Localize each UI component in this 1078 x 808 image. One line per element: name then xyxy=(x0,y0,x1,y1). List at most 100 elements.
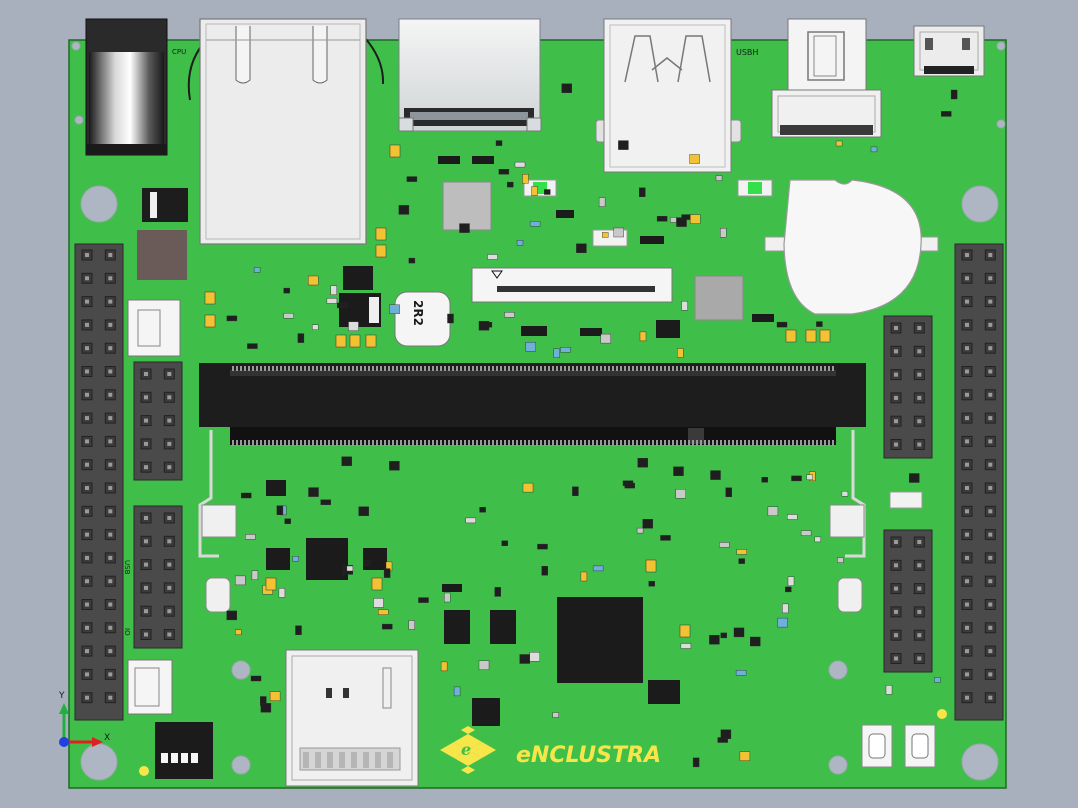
smd-passive xyxy=(284,518,291,524)
header-pin-tip xyxy=(965,299,969,304)
edge-pin xyxy=(476,366,478,371)
micro-usb-connector[interactable] xyxy=(913,25,985,77)
header-pin-tip xyxy=(894,419,898,424)
edge-pin xyxy=(724,440,726,446)
edge-pin xyxy=(688,440,690,446)
push-button-left[interactable] xyxy=(861,724,893,768)
edge-pin xyxy=(252,440,254,446)
right-io-header-lower[interactable] xyxy=(883,529,933,673)
edge-pin xyxy=(692,440,694,446)
header-pin-tip xyxy=(988,439,993,444)
edge-pin xyxy=(444,440,446,446)
edge-pin xyxy=(404,366,406,371)
smd-passive xyxy=(519,654,530,664)
edge-pin xyxy=(388,440,390,446)
ethernet-rj45-jack[interactable] xyxy=(187,18,385,245)
edge-pin xyxy=(416,366,418,371)
edge-pin xyxy=(440,440,442,446)
header-pin-tip xyxy=(894,372,898,377)
edge-pin xyxy=(788,366,790,371)
edge-pin xyxy=(672,366,674,371)
edge-pin xyxy=(348,366,350,371)
edge-pin xyxy=(816,366,818,371)
tantalum-cap xyxy=(679,624,691,638)
header-pin-tip xyxy=(917,633,922,638)
header-pin-tip xyxy=(108,649,113,654)
tantalum-cap xyxy=(645,559,657,573)
right-40pin-header[interactable] xyxy=(954,243,1004,721)
edge-pin xyxy=(676,440,678,446)
header-pin-tip xyxy=(85,695,89,700)
push-button-right[interactable] xyxy=(904,724,936,768)
smd-passive xyxy=(785,586,792,593)
header-pin-tip xyxy=(108,392,113,397)
edge-pin xyxy=(460,366,462,371)
header-pin-tip xyxy=(988,695,993,700)
edge-pin xyxy=(452,440,454,446)
edge-pin xyxy=(272,366,274,371)
jst-connector-upper[interactable] xyxy=(127,299,181,357)
edge-pin xyxy=(580,366,582,371)
edge-pin xyxy=(284,366,286,371)
edge-pin xyxy=(652,440,654,446)
edge-pin xyxy=(664,440,666,446)
left-io-header-upper[interactable] xyxy=(133,361,183,481)
dc-barrel-jack[interactable] xyxy=(85,18,168,156)
hdmi-connector[interactable] xyxy=(398,18,542,132)
edge-pin xyxy=(408,366,410,371)
smd-passive xyxy=(251,570,259,580)
smd-passive xyxy=(870,146,878,153)
coordinate-axis-triad: Y X xyxy=(58,691,110,747)
smd-passive xyxy=(295,625,302,635)
edge-pin xyxy=(340,366,342,371)
smd-passive xyxy=(465,517,476,524)
smd-passive xyxy=(525,342,536,352)
dip-switch[interactable] xyxy=(155,722,213,779)
smd-passive xyxy=(297,333,305,343)
usb-a-host-connector[interactable] xyxy=(595,18,742,173)
edge-pin xyxy=(704,440,706,446)
left-40pin-header[interactable] xyxy=(74,243,124,721)
mini-usb-connector[interactable] xyxy=(771,18,882,138)
smd-passive xyxy=(580,571,588,582)
header-pin-tip xyxy=(108,276,113,281)
edge-pin xyxy=(336,440,338,446)
edge-pin xyxy=(248,366,250,371)
edge-pin xyxy=(756,440,758,446)
edge-pin xyxy=(468,366,470,371)
microsd-card-slot[interactable] xyxy=(285,649,419,787)
header-pin-tip xyxy=(988,392,993,397)
edge-pin xyxy=(244,366,246,371)
module-latch-left[interactable] xyxy=(198,430,219,558)
edge-pin xyxy=(288,366,290,371)
ffc-connector[interactable] xyxy=(471,267,673,303)
edge-pin xyxy=(432,366,434,371)
smd-passive xyxy=(777,617,788,628)
smd-passive xyxy=(406,176,418,182)
coin-cell-battery-holder[interactable] xyxy=(764,179,939,315)
edge-pin xyxy=(536,366,538,371)
edge-pin xyxy=(656,440,658,446)
header-pin-tip xyxy=(965,625,969,630)
jst-connector-lower[interactable] xyxy=(127,659,173,715)
edge-pin xyxy=(232,440,234,446)
mounting-hole xyxy=(74,115,84,125)
header-pin-tip xyxy=(85,299,89,304)
edge-pin xyxy=(284,440,286,446)
header-pin-tip xyxy=(144,609,148,614)
edge-pin xyxy=(388,366,390,371)
left-io-header-lower[interactable] xyxy=(133,505,183,649)
smd-passive xyxy=(750,636,761,647)
edge-pin xyxy=(476,440,478,446)
mounting-hole xyxy=(71,41,81,51)
module-edge-connector[interactable] xyxy=(199,363,866,446)
smd-passive xyxy=(358,506,369,516)
edge-pin xyxy=(740,440,742,446)
smd-passive xyxy=(639,187,646,198)
right-io-header-upper[interactable] xyxy=(883,315,933,459)
header-pin-tip xyxy=(917,656,922,661)
header-pin-tip xyxy=(965,369,969,374)
edge-pin xyxy=(784,440,786,446)
